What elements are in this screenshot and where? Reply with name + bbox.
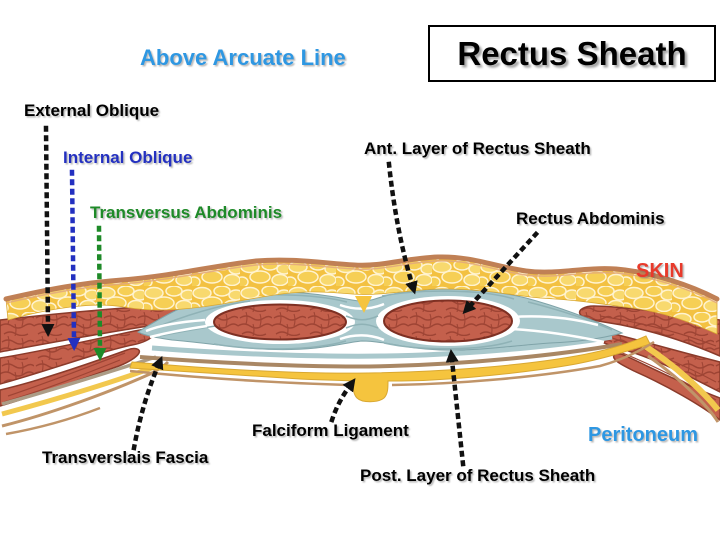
leader-arrows	[41, 125, 540, 467]
rectus-abdominis-arrow	[462, 230, 540, 315]
transversalis-fascia-arrow	[131, 355, 164, 451]
subtitle-above-arcuate-line: Above Arcuate Line	[140, 45, 346, 70]
rectus-abdominis-right	[383, 299, 513, 343]
post-layer-arrow	[445, 349, 466, 467]
label-rectus-abdominis: Rectus Abdominis	[516, 209, 665, 228]
label-peritoneum: Peritoneum	[588, 424, 699, 446]
title-box: Rectus Sheath	[428, 25, 716, 82]
internal-oblique-arrow	[67, 169, 81, 351]
external-oblique-arrow	[41, 125, 55, 337]
falciform-ligament-shape	[129, 335, 651, 403]
falciform-ligament-arrow	[329, 378, 356, 423]
slide-title: Rectus Sheath	[457, 34, 687, 72]
label-transversus-abdominis: Transversus Abdominis	[90, 203, 283, 222]
posterior-layers	[129, 334, 655, 403]
rectus-abdominis-muscles	[213, 299, 513, 343]
label-post-layer-rectus-sheath: Post. Layer of Rectus Sheath	[360, 466, 596, 485]
transversus-abdominis-arrow	[93, 225, 107, 361]
label-falciform-ligament: Falciform Ligament	[252, 421, 409, 440]
label-internal-oblique: Internal Oblique	[63, 148, 193, 167]
label-skin: SKIN	[636, 260, 684, 282]
skin-layer	[3, 254, 720, 304]
rectus-abdominis-left	[213, 303, 347, 341]
label-ant-layer-rectus-sheath: Ant. Layer of Rectus Sheath	[364, 139, 591, 158]
label-transversalis-fascia: Transverslais Fascia	[42, 448, 209, 467]
linea-alba-fat-wedge	[355, 296, 372, 313]
label-external-oblique: External Oblique	[24, 101, 160, 120]
